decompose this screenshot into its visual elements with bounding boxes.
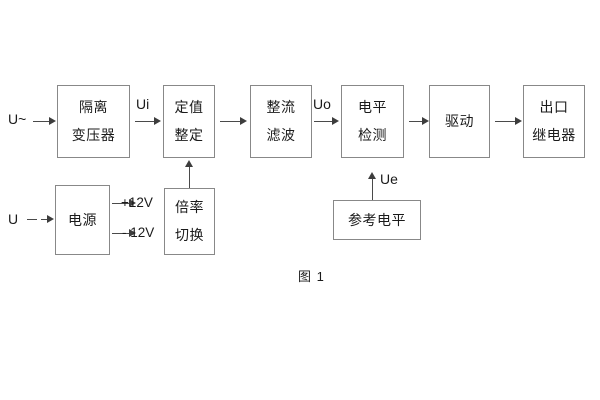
block-line: 出口	[539, 99, 569, 116]
arrow-right-icon	[129, 199, 136, 207]
block-line: 参考电平	[348, 211, 406, 228]
block-line: 电平	[358, 99, 387, 116]
arrow-right-icon	[240, 117, 247, 125]
connector-level-to-drive	[409, 121, 423, 122]
block-line: 切换	[175, 227, 204, 243]
block-isolation-transformer[interactable]: 隔离 变压器	[57, 85, 130, 158]
block-level-detection[interactable]: 电平 检测	[341, 85, 404, 158]
connector-multiplier-to-setting	[189, 166, 190, 188]
connector-drive-to-relay	[495, 121, 516, 122]
connector-setting-to-rectify	[220, 121, 241, 122]
arrow-right-icon	[47, 215, 54, 223]
block-line: 整流	[266, 99, 296, 116]
block-line: 倍率	[175, 199, 204, 216]
rail-label-negative: - 12V	[122, 225, 155, 240]
block-drive[interactable]: 驱动	[429, 85, 490, 158]
block-power-supply[interactable]: 电源	[55, 185, 110, 255]
block-line: 隔离	[79, 99, 108, 116]
block-line: 电源	[68, 211, 97, 228]
figure-caption: 图 1	[298, 269, 325, 284]
rail-label-positive: +12V	[121, 195, 153, 210]
arrow-right-icon	[332, 117, 339, 125]
arrow-up-icon	[368, 172, 376, 179]
block-setting-value[interactable]: 定值 整定	[163, 85, 215, 158]
connector-isolation-to-setting	[135, 121, 155, 122]
input-label-u-dc: U	[8, 211, 19, 227]
connector-dc-dash-1	[27, 219, 37, 220]
block-line: 变压器	[71, 127, 116, 143]
connector-rail-positive	[112, 203, 130, 204]
block-rectify-filter[interactable]: 整流 滤波	[250, 85, 312, 158]
arrow-right-icon	[49, 117, 56, 125]
block-line: 继电器	[532, 127, 576, 143]
block-multiplier-switch[interactable]: 倍率 切换	[164, 188, 215, 255]
block-line: 驱动	[445, 113, 474, 130]
input-label-u-ac: U~	[8, 111, 27, 127]
connector-rail-negative	[112, 233, 130, 234]
arrow-right-icon	[515, 117, 522, 125]
block-line: 滤波	[266, 127, 296, 143]
block-output-relay[interactable]: 出口 继电器	[523, 85, 585, 158]
arrow-right-icon	[129, 229, 136, 237]
signal-label-ue: Ue	[380, 171, 398, 187]
connector-input-to-isolation	[33, 121, 50, 122]
signal-label-uo: Uo	[313, 96, 331, 112]
block-line: 检测	[358, 127, 387, 143]
signal-label-ui: Ui	[136, 96, 150, 112]
connector-rectify-to-level	[314, 121, 333, 122]
arrow-right-icon	[154, 117, 161, 125]
arrow-right-icon	[422, 117, 429, 125]
connector-dc-to-power	[41, 219, 49, 220]
block-line: 定值	[174, 99, 204, 116]
block-line: 整定	[174, 127, 204, 143]
block-reference-level[interactable]: 参考电平	[333, 200, 421, 240]
connector-reference-to-level	[372, 178, 373, 200]
arrow-up-icon	[185, 160, 193, 167]
